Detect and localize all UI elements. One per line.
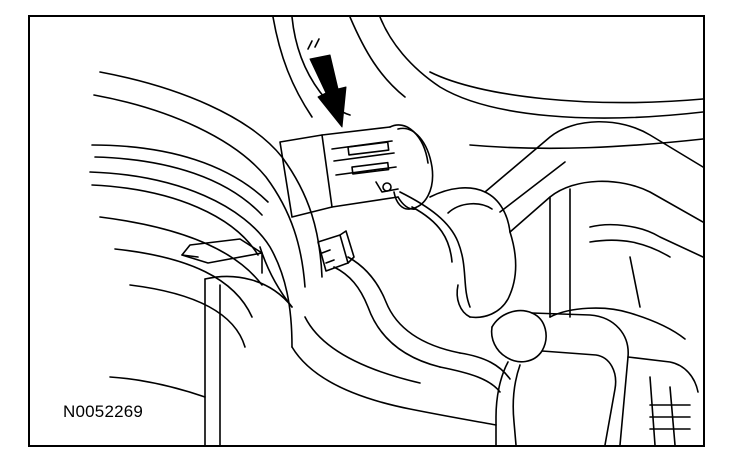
bulb-socket xyxy=(279,124,434,218)
down-arrow-icon xyxy=(307,38,347,128)
figure-id-label: N0052269 xyxy=(63,402,144,421)
electrical-connector xyxy=(317,230,355,272)
upper-structure xyxy=(272,17,703,150)
hose-clamp xyxy=(490,309,699,445)
hose-assembly xyxy=(429,120,703,340)
lower-details xyxy=(109,316,497,426)
illustration-frame: N0052269 xyxy=(28,15,705,447)
lower-panel xyxy=(204,275,293,445)
wiring-harness xyxy=(333,191,511,393)
housing-curves xyxy=(89,71,323,348)
retaining-tab xyxy=(181,238,263,274)
lamp-socket-illustration xyxy=(89,17,703,445)
